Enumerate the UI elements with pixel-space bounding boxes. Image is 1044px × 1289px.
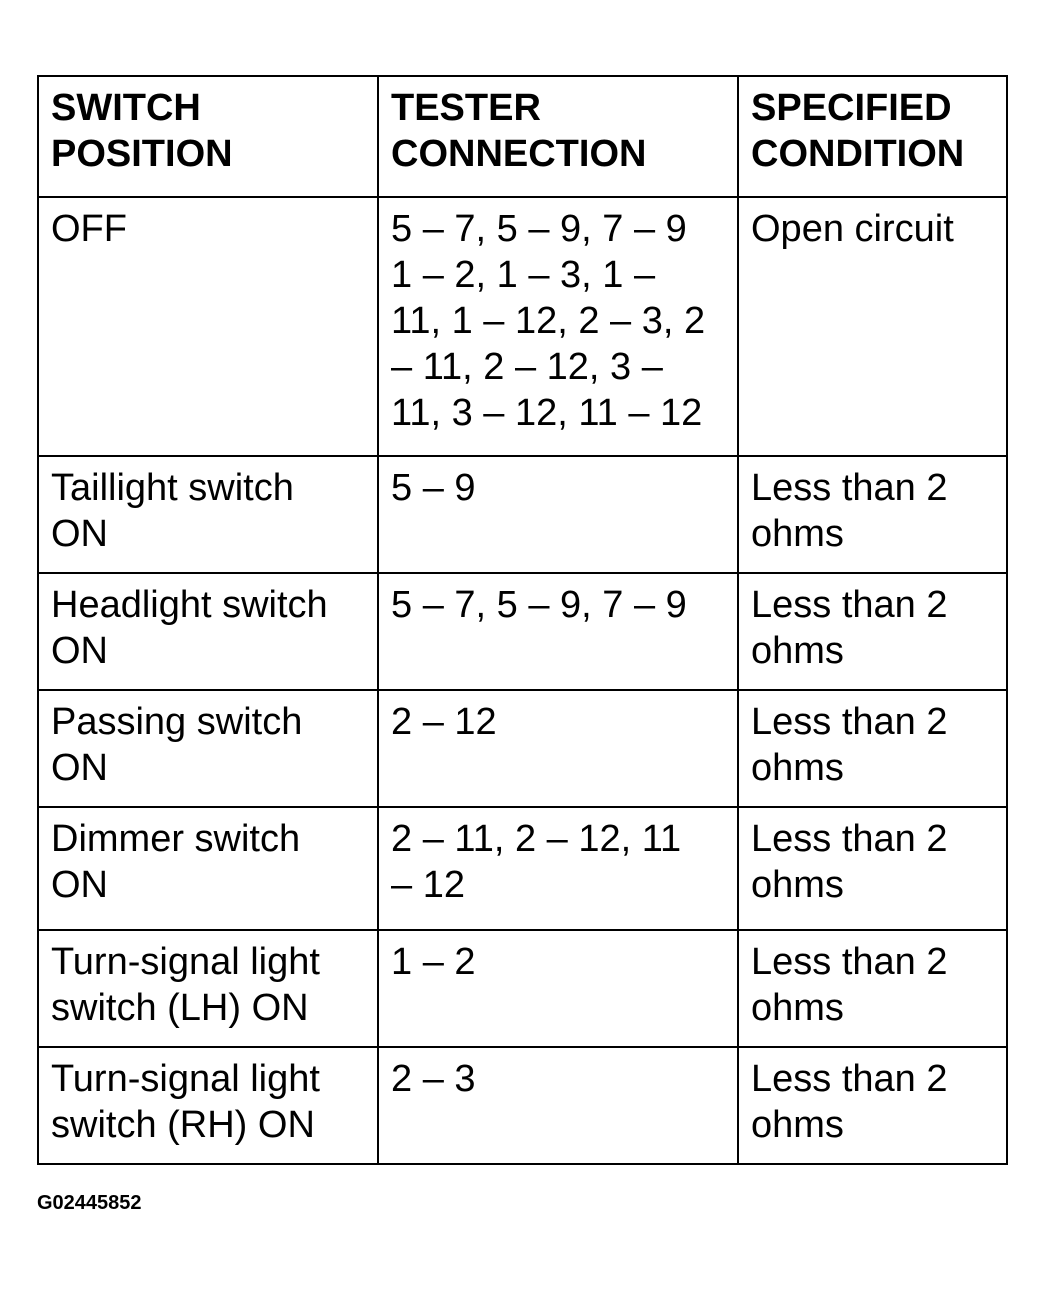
table-header-row: SWITCH POSITION TESTER CONNECTION SPECIF… — [37, 75, 1008, 198]
cell-tester-connection: 2 – 3 — [377, 1046, 739, 1165]
cell-specified-condition: Open circuit — [737, 196, 1008, 457]
cell-tester-connection: 5 – 9 — [377, 455, 739, 574]
cell-specified-condition: Less than 2 ohms — [737, 806, 1008, 931]
cell-switch-position: Turn-signal light switch (LH) ON — [37, 929, 379, 1048]
switch-inspection-table: SWITCH POSITION TESTER CONNECTION SPECIF… — [37, 75, 1008, 1165]
cell-specified-condition: Less than 2 ohms — [737, 455, 1008, 574]
cell-specified-condition: Less than 2 ohms — [737, 689, 1008, 808]
cell-switch-position: Passing switch ON — [37, 689, 379, 808]
cell-tester-connection: 2 – 12 — [377, 689, 739, 808]
header-specified-condition: SPECIFIED CONDITION — [737, 75, 1008, 198]
table-row: OFF 5 – 7, 5 – 9, 7 – 9 1 – 2, 1 – 3, 1 … — [37, 196, 1008, 457]
cell-tester-connection: 5 – 7, 5 – 9, 7 – 9 — [377, 572, 739, 691]
cell-specified-condition: Less than 2 ohms — [737, 929, 1008, 1048]
table-row: Taillight switch ON 5 – 9 Less than 2 oh… — [37, 455, 1008, 574]
cell-switch-position: Taillight switch ON — [37, 455, 379, 574]
cell-switch-position: Dimmer switch ON — [37, 806, 379, 931]
header-tester-connection: TESTER CONNECTION — [377, 75, 739, 198]
cell-switch-position: Headlight switch ON — [37, 572, 379, 691]
cell-switch-position: Turn-signal light switch (RH) ON — [37, 1046, 379, 1165]
cell-specified-condition: Less than 2 ohms — [737, 1046, 1008, 1165]
table-row: Dimmer switch ON 2 – 11, 2 – 12, 11 – 12… — [37, 806, 1008, 931]
table-row: Turn-signal light switch (RH) ON 2 – 3 L… — [37, 1046, 1008, 1165]
cell-specified-condition: Less than 2 ohms — [737, 572, 1008, 691]
header-switch-position: SWITCH POSITION — [37, 75, 379, 198]
figure-id: G02445852 — [37, 1192, 142, 1214]
table-row: Passing switch ON 2 – 12 Less than 2 ohm… — [37, 689, 1008, 808]
table-row: Headlight switch ON 5 – 7, 5 – 9, 7 – 9 … — [37, 572, 1008, 691]
cell-switch-position: OFF — [37, 196, 379, 457]
table-row: Turn-signal light switch (LH) ON 1 – 2 L… — [37, 929, 1008, 1048]
cell-tester-connection: 5 – 7, 5 – 9, 7 – 9 1 – 2, 1 – 3, 1 – 11… — [377, 196, 739, 457]
cell-tester-connection: 2 – 11, 2 – 12, 11 – 12 — [377, 806, 739, 931]
cell-tester-connection: 1 – 2 — [377, 929, 739, 1048]
